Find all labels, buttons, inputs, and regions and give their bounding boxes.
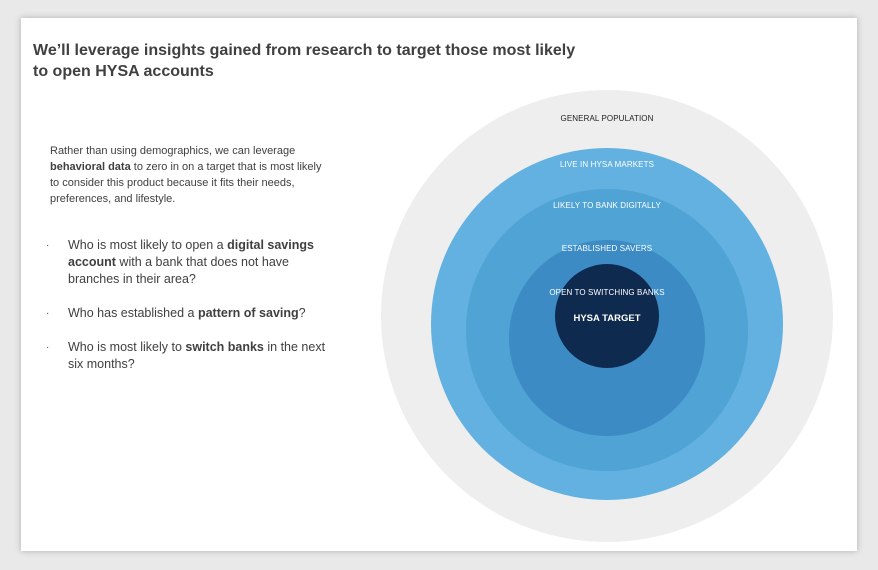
label-likely-to-bank-digitally: LIKELY TO BANK DIGITALLY (553, 201, 661, 210)
slide-title: We’ll leverage insights gained from rese… (33, 42, 576, 80)
question-text: with a bank that does not have branches … (68, 255, 289, 286)
bullet-icon: · (46, 342, 50, 353)
label-general-population: GENERAL POPULATION (561, 114, 654, 123)
intro-bold: behavioral data (50, 161, 131, 173)
intro-paragraph: Rather than using demographics, we can l… (50, 143, 325, 207)
bullet-icon: · (46, 240, 50, 251)
question-bold: digital savings account (68, 238, 314, 269)
label-live-in-hysa-markets: LIVE IN HYSA MARKETS (560, 160, 654, 169)
slide: We’ll leverage insights gained from rese… (21, 18, 857, 551)
question-text: ? (298, 306, 306, 320)
question-list: · Who is most likely to open a digital s… (46, 237, 326, 390)
question-text: in the next six months? (68, 340, 326, 371)
question-text: Who is most likely to open a (68, 238, 228, 252)
question-text: Who has established a (68, 306, 198, 320)
bullet-icon: · (46, 308, 50, 319)
label-open-to-switching-banks: OPEN TO SWITCHING BANKS (549, 288, 664, 297)
question-bold: switch banks (185, 340, 264, 354)
question-text: Who is most likely to (68, 340, 186, 354)
target-diagram: GENERAL POPULATION LIVE IN HYSA MARKETS … (381, 90, 833, 542)
ring-hysa-target (555, 264, 659, 368)
label-hysa-target: HYSA TARGET (573, 313, 640, 324)
list-item: · Who is most likely to open a digital s… (46, 237, 326, 288)
list-item: · Who is most likely to switch banks in … (46, 339, 326, 373)
question-bold: pattern of saving (197, 306, 299, 320)
list-item: · Who has established a pattern of savin… (46, 305, 326, 322)
label-established-savers: ESTABLISHED SAVERS (562, 244, 652, 253)
intro-text-2: to zero in on a target that is most like… (50, 161, 322, 205)
intro-text-1: Rather than using demographics, we can l… (50, 145, 296, 157)
